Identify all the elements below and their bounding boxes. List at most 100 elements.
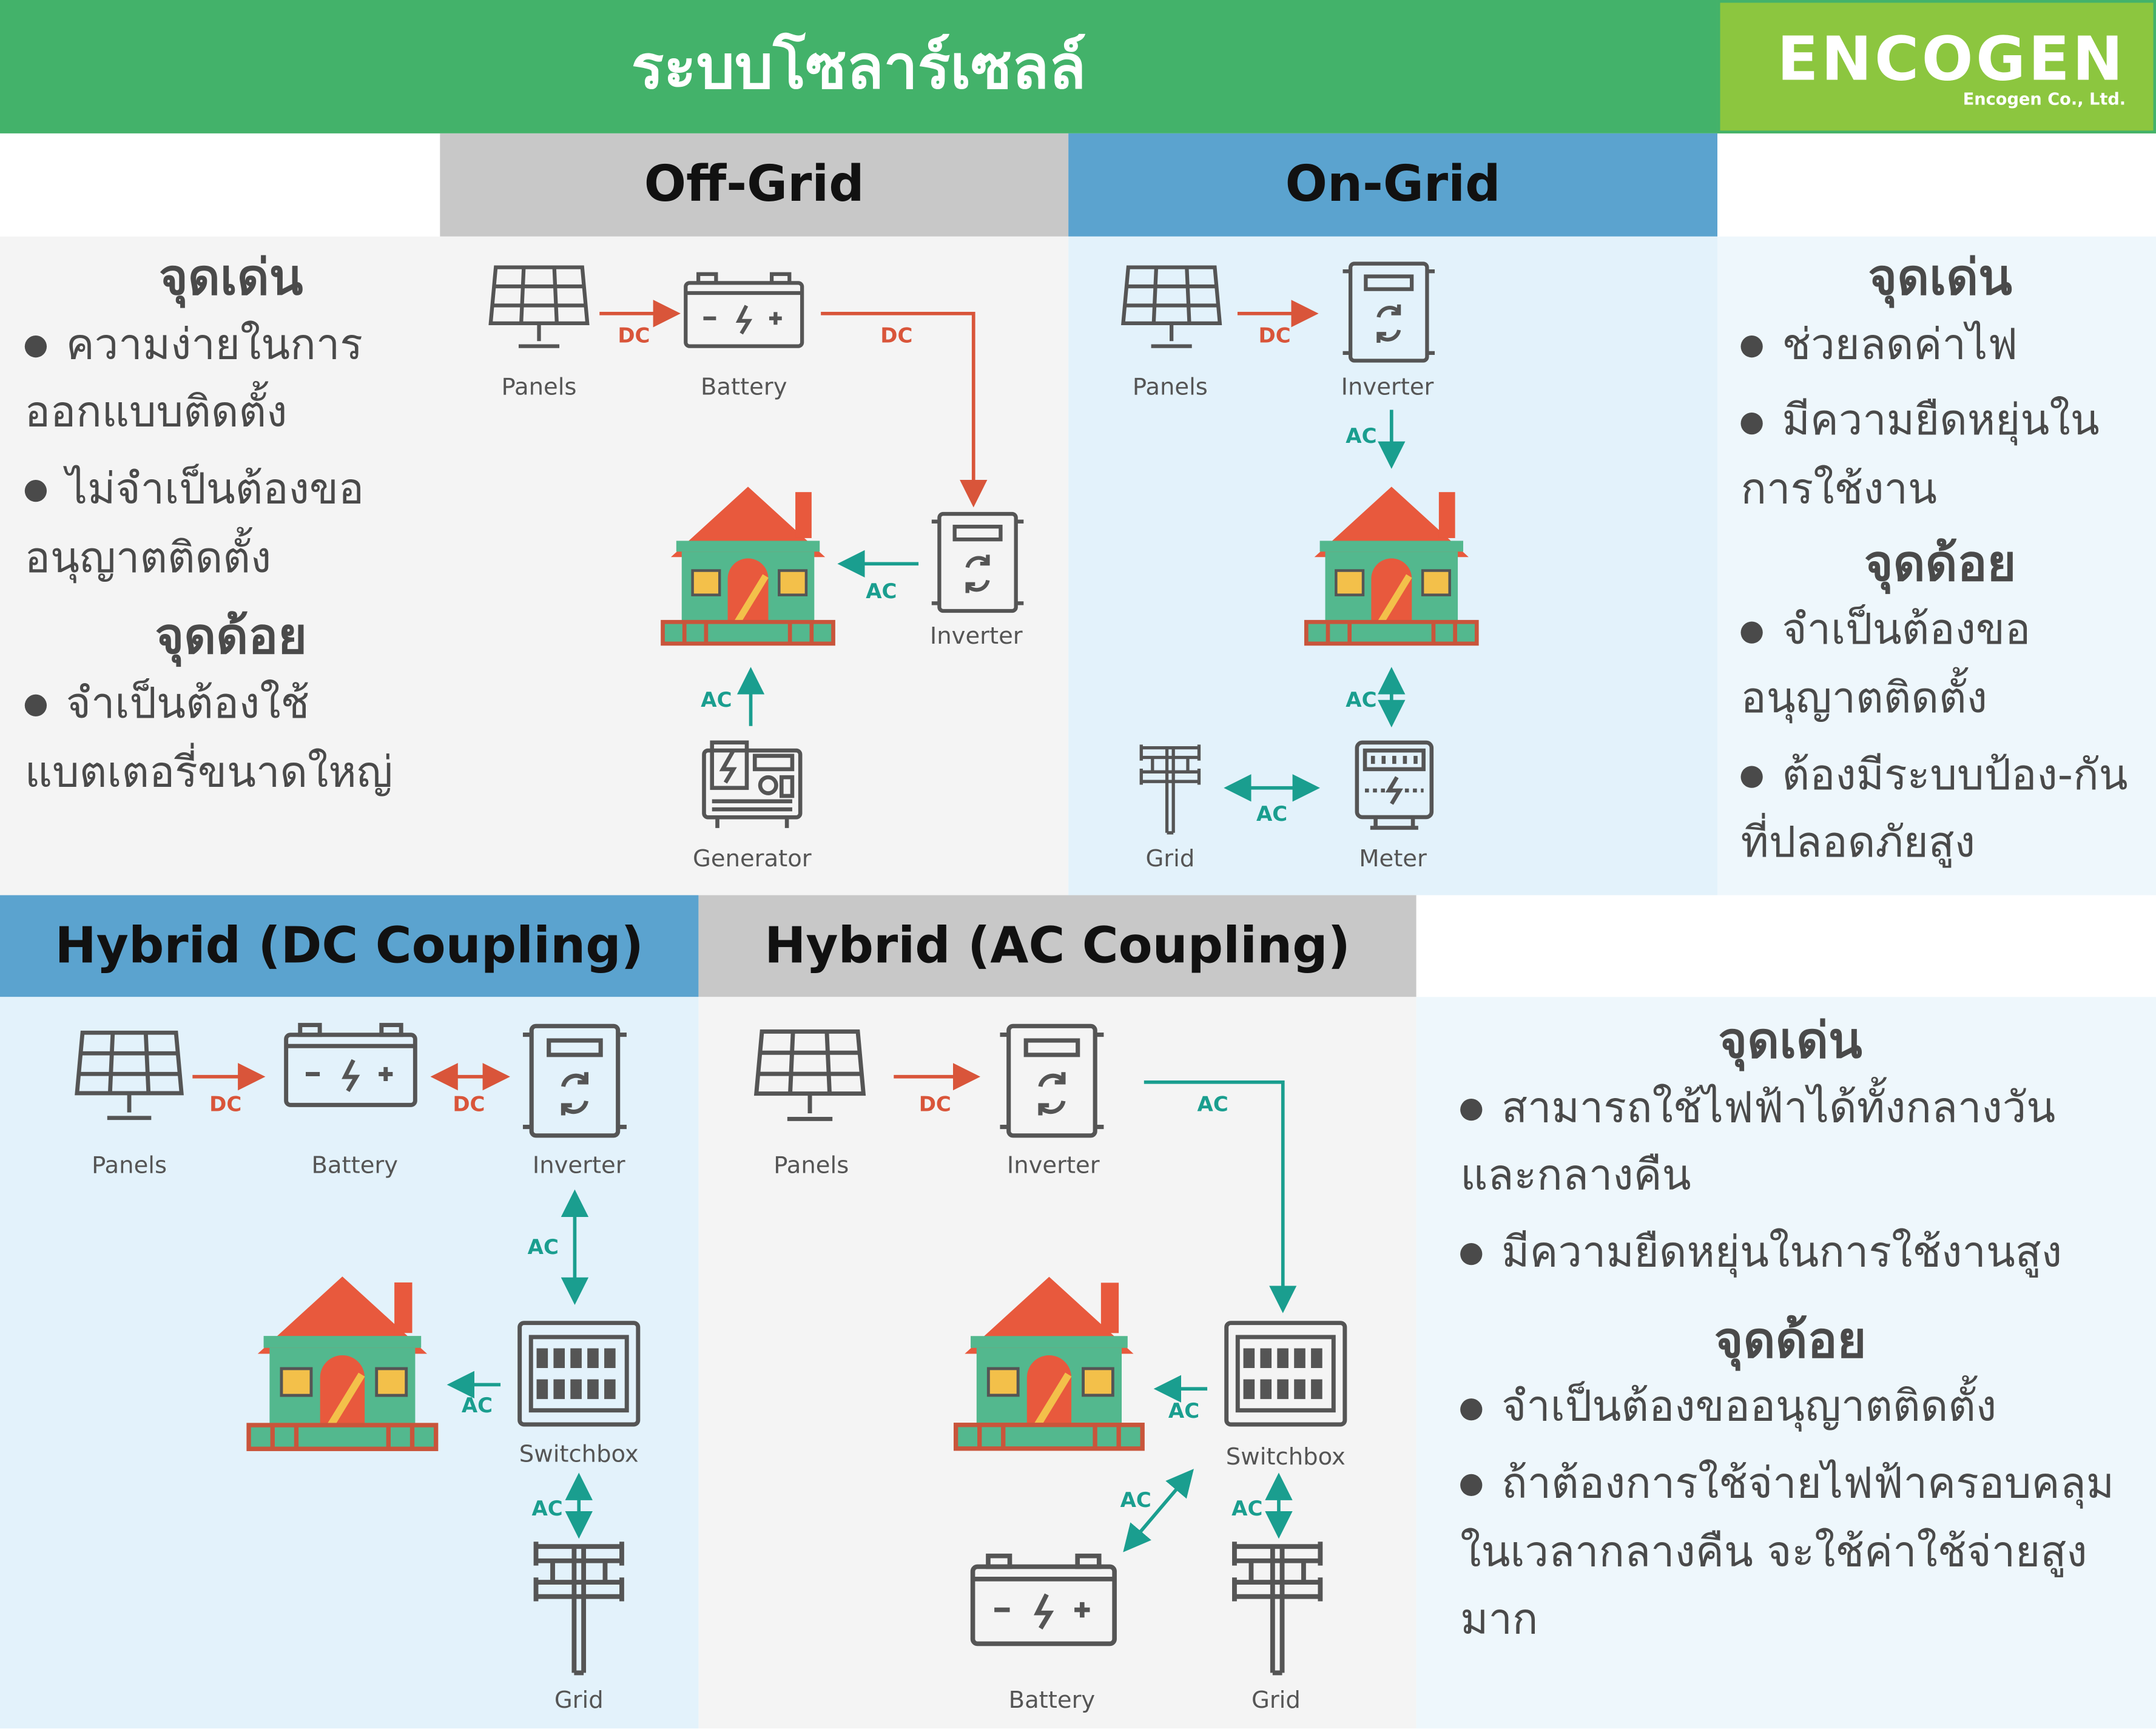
ac-label: AC (1256, 802, 1287, 826)
bullet-icon (1460, 1398, 1483, 1421)
battery-icon (286, 1025, 416, 1105)
hybrid-ac-header: Hybrid (AC Coupling) (698, 895, 1417, 997)
inverter-icon (932, 514, 1024, 611)
dc-label: DC (1259, 323, 1291, 348)
ac-label: AC (701, 688, 732, 712)
con-item: จำเป็นต้องใช้แบตเตอรี่ขนาดใหญ่ (24, 679, 393, 797)
label-inverter: Inverter (1341, 374, 1434, 401)
on-grid-notes: จุดเด่น ช่วยลดค่าไฟ มีความยืดหยุ่นในการใ… (1740, 248, 2140, 886)
con-item: ถ้าต้องการใช้จ่ายไฟฟ้าครอบคลุมในเวลากลาง… (1460, 1458, 2115, 1645)
pro-item: ไม่จำเป็นต้องขออนุญาตติดตั้ง (24, 465, 365, 583)
switchbox-icon (1227, 1323, 1345, 1424)
grid-pole-icon (536, 1542, 622, 1673)
ac-label: AC (1346, 688, 1376, 712)
inverter-icon (523, 1026, 627, 1135)
ac-label: AC (1120, 1488, 1151, 1512)
pros-heading: จุดเด่น (1718, 1013, 1862, 1070)
page-title: ระบบโซลาร์เซลล์ (631, 32, 1086, 103)
hybrid-ac-title: Hybrid (AC Coupling) (764, 917, 1350, 974)
house-icon (663, 487, 834, 644)
inverter-icon (1342, 264, 1435, 361)
bullet-icon (24, 335, 47, 358)
logo-subtitle: Encogen Co., Ltd. (1962, 89, 2126, 109)
bullet-icon (1740, 335, 1763, 358)
ac-label: AC (1231, 1497, 1262, 1521)
label-panels: Panels (502, 374, 577, 401)
battery-icon (973, 1556, 1115, 1644)
bullet-icon (1740, 766, 1763, 788)
ac-arrow (1123, 1469, 1194, 1552)
ac-label: AC (1198, 1092, 1228, 1116)
dc-label: DC (209, 1092, 241, 1116)
switchbox-icon (520, 1323, 638, 1424)
logo-text: ENCOGEN (1777, 24, 2126, 95)
on-grid-title: On-Grid (1285, 157, 1501, 214)
dc-label: DC (880, 323, 912, 348)
bullet-icon (1460, 1099, 1483, 1121)
bullet-icon (24, 695, 47, 717)
con-item: ต้องมีระบบป้อง-กันที่ปลอดภัยสูง (1740, 750, 2128, 868)
label-grid: Grid (1251, 1687, 1301, 1714)
cons-heading: จุดด้อย (155, 609, 308, 666)
off-grid-diagram: Panels DC Battery DC Inverter AC AC Gene… (491, 268, 1023, 872)
label-battery: Battery (1009, 1687, 1096, 1714)
meter-icon (1357, 743, 1432, 828)
bullet-icon (1460, 1474, 1483, 1497)
ac-arrow (1144, 1080, 1297, 1313)
ac-label: AC (1168, 1399, 1199, 1423)
off-grid-notes: จุดเด่น ความง่ายในการออกแบบติดตั้ง ไม่จำ… (24, 248, 437, 815)
pro-item: ความง่ายในการออกแบบติดตั้ง (24, 320, 363, 438)
dc-label: DC (618, 323, 650, 348)
title-bar: ระบบโซลาร์เซลล์ (0, 0, 1717, 133)
hybrid-notes-panel (1416, 997, 2156, 1729)
ac-label: AC (462, 1394, 493, 1418)
bullet-icon (1740, 621, 1763, 644)
con-item: จำเป็นต้องขออนุญาตติดตั้ง (1740, 605, 2031, 724)
house-icon (249, 1276, 436, 1449)
grid-pole-icon (1141, 744, 1199, 832)
label-grid: Grid (554, 1687, 604, 1714)
ac-label: AC (528, 1235, 559, 1259)
label-panels: Panels (92, 1151, 167, 1179)
on-grid-header: On-Grid (1068, 133, 1717, 237)
pro-item: ช่วยลดค่าไฟ (1740, 312, 2140, 380)
cons-heading: จุดด้อย (1864, 536, 2016, 592)
label-inverter: Inverter (533, 1151, 625, 1179)
pro-item: สามารถใช้ไฟฟ้าได้ทั้งกลางวันและกลางคืน (1460, 1083, 2056, 1201)
off-grid-title: Off-Grid (644, 157, 864, 214)
hybrid-dc-title: Hybrid (DC Coupling) (55, 917, 644, 974)
con-item: จำเป็นต้องขออนุญาตติดตั้ง (1460, 1374, 2120, 1442)
battery-icon (686, 274, 802, 346)
dc-label: DC (919, 1092, 951, 1116)
solar-panel-icon (1123, 268, 1219, 346)
hybrid-dc-header: Hybrid (DC Coupling) (0, 895, 699, 997)
generator-icon (704, 743, 800, 828)
pro-item: มีความยืดหยุ่นในการใช้งาน (1740, 396, 2100, 514)
label-grid: Grid (1145, 845, 1194, 872)
label-battery: Battery (312, 1151, 399, 1179)
dc-label: DC (453, 1092, 485, 1116)
solar-panel-icon (77, 1033, 181, 1118)
ac-label: AC (866, 579, 897, 604)
hybrid-dc-diagram: Panels DC Battery DC Inverter AC Switchb… (77, 1025, 639, 1714)
hybrid-ac-diagram: Panels DC Inverter AC Switchbox AC AC Ba… (756, 1026, 1346, 1714)
pros-heading: จุดเด่น (159, 250, 303, 307)
off-grid-notes-panel (0, 236, 440, 895)
label-battery: Battery (701, 374, 787, 401)
pro-item: มีความยืดหยุ่นในการใช้งานสูง (1460, 1219, 2120, 1287)
label-inverter: Inverter (1007, 1151, 1100, 1179)
pros-heading: จุดเด่น (1868, 250, 2012, 307)
label-switchbox: Switchbox (1226, 1443, 1346, 1471)
cons-heading: จุดด้อย (1714, 1312, 1867, 1369)
label-switchbox: Switchbox (519, 1440, 639, 1468)
bullet-icon (1460, 1244, 1483, 1266)
off-grid-header: Off-Grid (440, 133, 1069, 237)
ac-label: AC (1346, 424, 1376, 448)
label-generator: Generator (693, 845, 812, 872)
on-grid-diagram: Panels DC Inverter AC AC Grid AC Meter (1123, 264, 1477, 872)
hybrid-notes: จุดเด่น สามารถใช้ไฟฟ้าได้ทั้งกลางวันและก… (1460, 1011, 2120, 1663)
on-grid-notes-panel (1717, 236, 2156, 895)
bullet-icon (1740, 412, 1763, 434)
